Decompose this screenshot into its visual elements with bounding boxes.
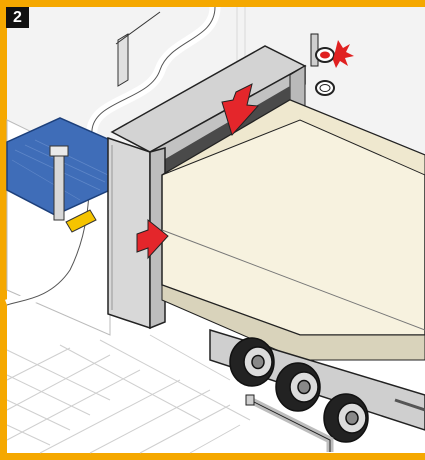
bollard bbox=[54, 150, 64, 220]
step-number-badge: 2 bbox=[6, 7, 29, 28]
